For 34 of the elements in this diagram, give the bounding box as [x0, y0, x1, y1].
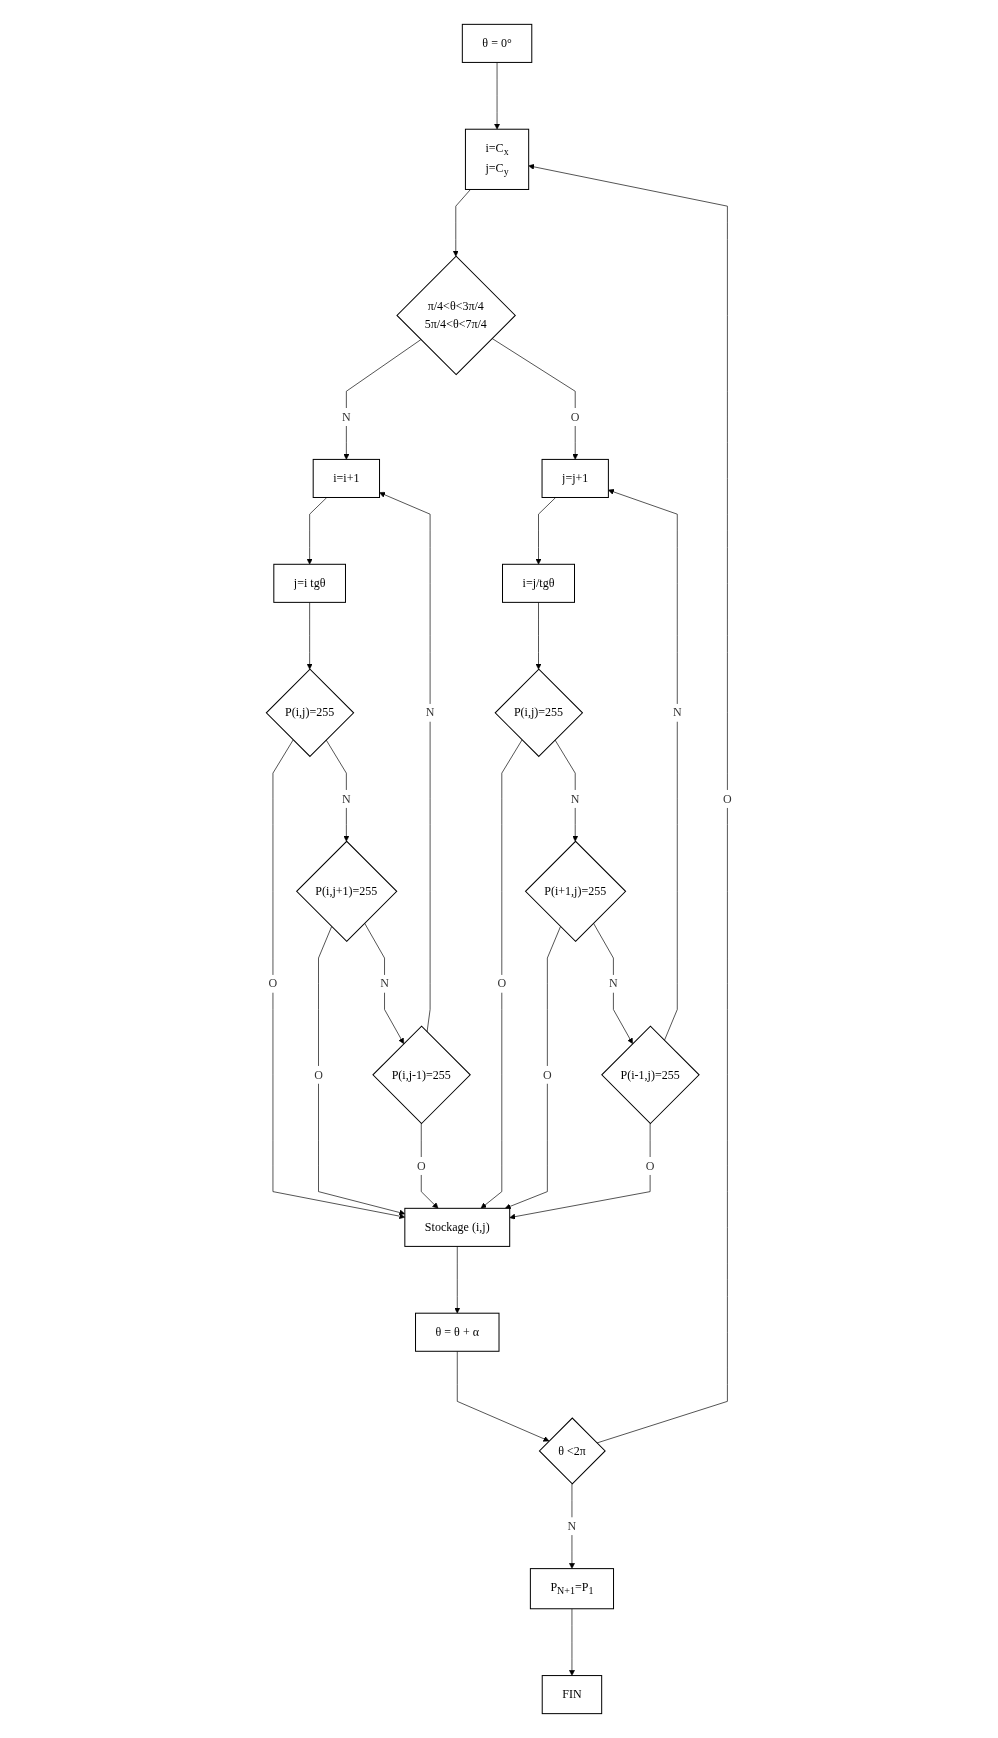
edge-label: O: [570, 409, 580, 424]
node-box: P$_{N+1}$=P$_{1}$: [529, 1568, 614, 1610]
node-box: θ = θ + α: [415, 1312, 500, 1352]
node-diamond: P(i-1,j)=255: [601, 1025, 700, 1124]
node-diamond: P(i,j-1)=255: [372, 1025, 471, 1124]
node-diamond: P(i,j)=255: [494, 668, 583, 757]
node-box: i=i+1: [312, 458, 380, 498]
node-box: FIN: [541, 1675, 603, 1715]
node-box: j=i tgθ: [273, 563, 346, 603]
node-diamond: P(i,j)=255: [265, 668, 355, 757]
edge-label: O: [314, 1067, 323, 1082]
edge-label: N: [567, 1519, 577, 1533]
edge-label: N: [380, 976, 389, 991]
node-diamond: P(i+1,j)=255: [524, 840, 627, 942]
edge-label: N: [570, 791, 580, 806]
node-box: i=C$_{x}$ j=C$_{y}$: [464, 128, 530, 190]
edge-label: O: [497, 976, 507, 991]
edge-label: O: [723, 791, 732, 806]
node-box: θ = 0°: [461, 23, 533, 63]
node-diamond: θ <2π: [538, 1417, 606, 1485]
edge-label: N: [341, 409, 351, 424]
edge-label: N: [425, 705, 435, 720]
edge-label: N: [609, 976, 618, 991]
edge-label: N: [341, 791, 351, 806]
node-box: j=j+1: [541, 458, 609, 498]
node-diamond: π/4<θ<3π/4 5π/4<θ<7π/4: [396, 255, 516, 376]
edge-label: O: [416, 1158, 426, 1173]
edge-label: O: [268, 976, 278, 991]
edge-label: O: [542, 1067, 552, 1082]
node-box: Stockage (i,j): [404, 1207, 511, 1247]
edge-label: O: [645, 1158, 655, 1173]
edge-label: N: [672, 705, 682, 720]
node-diamond: P(i,j+1)=255: [296, 840, 398, 942]
node-box: i=j/tgθ: [501, 563, 575, 603]
